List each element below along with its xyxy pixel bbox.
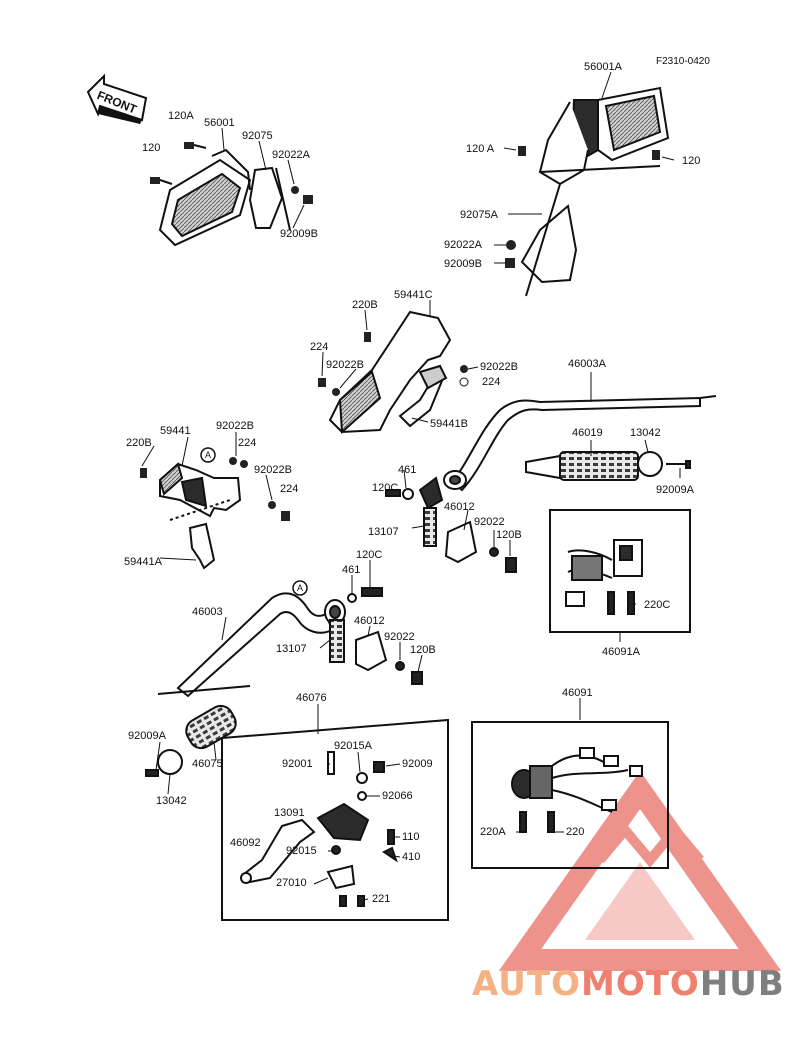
- part-label: 220A: [480, 826, 506, 838]
- part-label: 224: [482, 376, 501, 388]
- part-label: 221: [372, 893, 391, 905]
- leader-lines: [141, 71, 681, 901]
- holder-59441: [158, 462, 242, 570]
- watermark-text: AUTOMOTOHUB: [472, 966, 785, 1002]
- part-label: 56001: [204, 117, 235, 129]
- part-label: 92022: [384, 631, 415, 643]
- part-label: 92022B: [480, 361, 518, 373]
- part-label: 120: [142, 142, 161, 154]
- left-mirror: [158, 148, 291, 247]
- part-label: 13107: [368, 526, 399, 538]
- part-label: 27010: [276, 877, 307, 889]
- part-label: 92022: [474, 516, 505, 528]
- holder-59441c-bolts: [318, 332, 469, 396]
- holder-59441c: [328, 310, 452, 435]
- part-label: 220B: [126, 437, 152, 449]
- circle-a-label: A: [297, 583, 304, 593]
- part-label: 92009: [402, 758, 433, 770]
- part-label: 120 A: [466, 143, 495, 155]
- part-label: 92001: [282, 758, 313, 770]
- reference-markers: [200, 447, 308, 596]
- part-label: 224: [310, 341, 329, 353]
- part-label: 56001A: [584, 61, 622, 73]
- switch-box-46091: [471, 698, 669, 869]
- part-label: 46091: [562, 687, 593, 699]
- part-label: 59441: [160, 425, 191, 437]
- part-label: 92009A: [656, 484, 694, 496]
- part-label: 92022B: [254, 464, 292, 476]
- part-label: 92075: [242, 130, 273, 142]
- part-label: 120A: [168, 110, 194, 122]
- watermark-part: AUTO: [472, 964, 581, 1004]
- part-label: 92022A: [444, 239, 482, 251]
- part-label: 46092: [230, 837, 261, 849]
- part-label: 46076: [296, 692, 327, 704]
- part-label: 220C: [644, 599, 671, 611]
- part-label: 92075A: [460, 209, 498, 221]
- part-label: 46012: [444, 501, 475, 513]
- part-label: 120C: [356, 549, 383, 561]
- right-mirror: [520, 86, 670, 297]
- clamp-upper: [385, 476, 517, 573]
- part-label: 13107: [276, 643, 307, 655]
- watermark-logo-icon: [498, 770, 782, 971]
- watermark-part: MOTO: [580, 964, 700, 1004]
- part-label: 59441C: [394, 289, 433, 301]
- holder-59441-bolts: [140, 457, 290, 521]
- left-bolts: [150, 142, 313, 204]
- part-label: 46003: [192, 606, 223, 618]
- circle-a-marker-2: [292, 580, 308, 596]
- part-label: 92066: [382, 790, 413, 802]
- part-label: 92022A: [272, 149, 310, 161]
- part-label: 13042: [156, 795, 187, 807]
- switch-box-46091a: [549, 509, 691, 642]
- part-label: 46075: [192, 758, 223, 770]
- part-label: 224: [280, 483, 299, 495]
- part-label: 92022B: [216, 420, 254, 432]
- part-label: 120B: [410, 644, 436, 656]
- part-label: 92009B: [280, 228, 318, 240]
- circle-a-label: A: [205, 450, 212, 460]
- part-label: 224: [238, 437, 257, 449]
- right-bolts: [505, 146, 660, 268]
- grip-46019: [525, 451, 691, 481]
- part-label: 46091A: [602, 646, 640, 658]
- part-label: 46019: [572, 427, 603, 439]
- part-label: 461: [342, 564, 361, 576]
- part-label: 461: [398, 464, 417, 476]
- part-label: 120C: [372, 482, 399, 494]
- handlebar-46003: [157, 592, 346, 698]
- part-label: 59441B: [430, 418, 468, 430]
- watermark-part: HUB: [699, 964, 785, 1004]
- part-label: 110: [402, 831, 420, 843]
- figure-code: F2310-0420: [656, 56, 710, 67]
- part-label: 46012: [354, 615, 385, 627]
- part-label: 92015A: [334, 740, 372, 752]
- part-label: 59441A: [124, 556, 162, 568]
- lever-box-46076: [221, 704, 449, 921]
- grip-46075: [145, 704, 237, 777]
- handlebar-46003a: [443, 395, 717, 492]
- part-label: 46003A: [568, 358, 606, 370]
- part-label: 410: [402, 851, 421, 863]
- part-label: 220B: [352, 299, 378, 311]
- clamp-lower: [329, 587, 423, 685]
- circle-a-marker-1: [200, 447, 216, 463]
- part-label: 13091: [274, 807, 305, 819]
- part-label: 220: [566, 826, 585, 838]
- part-label: 13042: [630, 427, 661, 439]
- part-label: 92009B: [444, 258, 482, 270]
- part-label: 120B: [496, 529, 522, 541]
- front-arrow-icon: [86, 73, 148, 124]
- part-label: 120: [682, 155, 701, 167]
- part-label: 92009A: [128, 730, 166, 742]
- part-label: 92022B: [326, 359, 364, 371]
- part-label: 92015: [286, 845, 317, 857]
